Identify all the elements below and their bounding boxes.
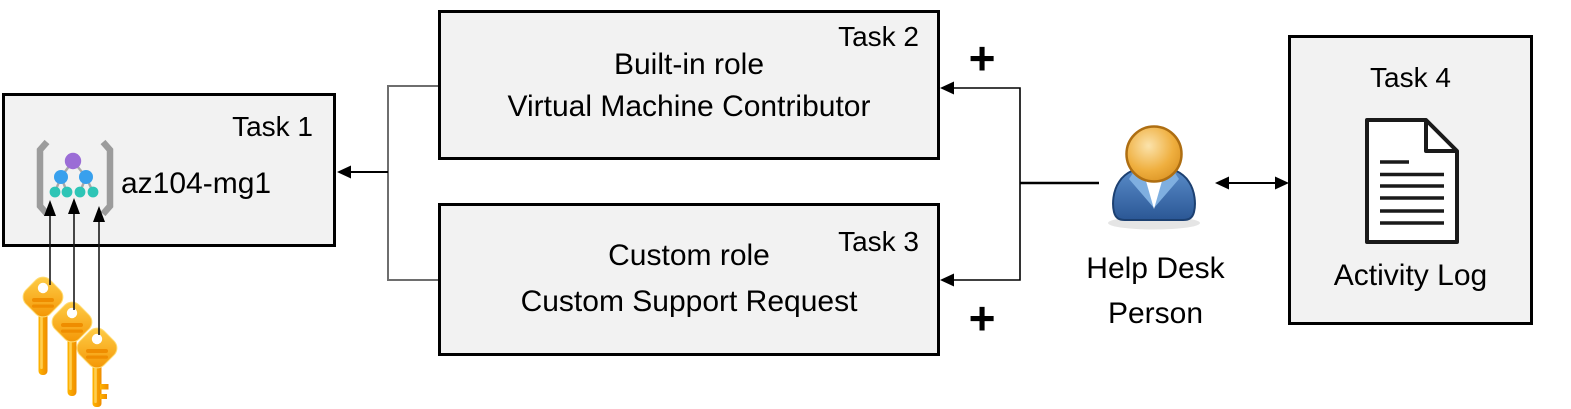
person-label-line2: Person bbox=[1107, 297, 1204, 330]
task1-resource-name: az104-mg1 bbox=[121, 167, 272, 200]
task2-label: Task 2 bbox=[838, 21, 919, 52]
bracket-connector-roles bbox=[387, 85, 438, 281]
task3-role-type: Custom role bbox=[608, 239, 770, 272]
tree-node bbox=[54, 170, 68, 184]
key-icon bbox=[51, 301, 93, 396]
task2-box: Task 2 Built-in role Virtual Machine Con… bbox=[438, 10, 940, 160]
task4-box: Task 4 Activity Log bbox=[1288, 35, 1533, 325]
tree-leaf bbox=[87, 186, 99, 198]
task2-role-type: Built-in role bbox=[613, 48, 765, 81]
management-group-icon bbox=[36, 139, 114, 217]
tree-root-node bbox=[64, 152, 82, 170]
person-label-line1: Help Desk bbox=[1086, 252, 1225, 285]
key-icon bbox=[22, 276, 64, 375]
tree-leaf bbox=[74, 186, 86, 198]
person-icon bbox=[1108, 125, 1200, 230]
plus-sign-bottom: + bbox=[968, 292, 996, 344]
task1-box: Task 1 az104-mg1 bbox=[2, 93, 336, 247]
arrow-roles-to-task1 bbox=[337, 165, 388, 179]
task4-caption: Activity Log bbox=[1333, 259, 1488, 292]
task2-role-name: Virtual Machine Contributor bbox=[507, 90, 871, 123]
document-icon bbox=[1365, 118, 1459, 244]
bracket-connector-person bbox=[946, 87, 1021, 281]
plus-sign-top: + bbox=[968, 32, 996, 84]
tree-leaf bbox=[61, 186, 73, 198]
arrowhead-into-task3 bbox=[940, 273, 954, 287]
task4-label: Task 4 bbox=[1370, 62, 1451, 93]
arrowhead-into-task2 bbox=[940, 81, 954, 95]
keys-icon-group bbox=[22, 276, 118, 407]
tree-leaf bbox=[49, 186, 61, 198]
double-arrow-person-task4 bbox=[1215, 176, 1289, 190]
tree-node bbox=[79, 170, 93, 184]
task1-label: Task 1 bbox=[232, 111, 313, 142]
task3-role-name: Custom Support Request bbox=[520, 285, 858, 318]
bracket-glyphs bbox=[36, 139, 114, 217]
task3-label: Task 3 bbox=[838, 226, 919, 257]
person-label: Help Desk Person bbox=[1063, 246, 1248, 336]
task3-box: Task 3 Custom role Custom Support Reques… bbox=[438, 203, 940, 356]
key-icon bbox=[76, 327, 118, 407]
